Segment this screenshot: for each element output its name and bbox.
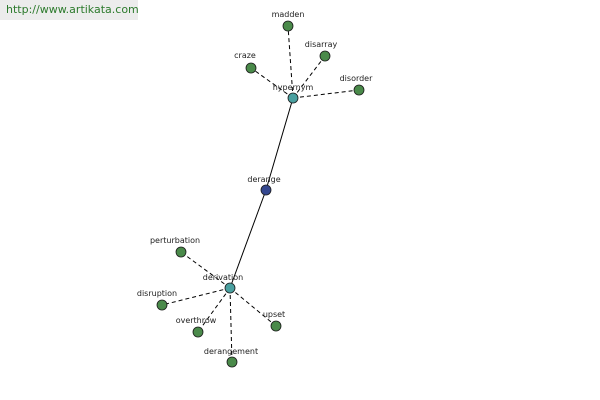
node-disruption-dot xyxy=(156,299,168,311)
node-madden[interactable]: madden xyxy=(272,10,305,32)
node-disarray-label: disarray xyxy=(305,40,338,49)
node-upset-label: upset xyxy=(263,310,285,319)
node-disorder-dot xyxy=(353,84,365,96)
node-derangement[interactable]: derangement xyxy=(204,347,258,368)
node-craze-dot xyxy=(245,62,257,74)
node-madden-label: madden xyxy=(272,10,305,19)
source-url[interactable]: http://www.artikata.com xyxy=(0,0,139,20)
node-disorder-label: disorder xyxy=(340,74,374,83)
edge-derivation-perturbation xyxy=(180,251,231,289)
node-upset-dot xyxy=(270,320,282,332)
node-derangement-dot xyxy=(226,356,238,368)
node-craze-label: craze xyxy=(234,51,256,60)
edge-derivation-overthrow xyxy=(197,287,231,333)
node-derange[interactable]: derange xyxy=(247,175,281,196)
edge-derange-derivation xyxy=(229,189,267,289)
node-derivation[interactable]: derivation xyxy=(203,273,243,294)
node-overthrow[interactable]: overthrow xyxy=(176,316,217,338)
node-derange-label: derange xyxy=(247,175,280,184)
edge-hypernym-craze xyxy=(250,67,294,99)
node-derivation-label: derivation xyxy=(203,273,243,282)
node-craze[interactable]: craze xyxy=(234,51,257,74)
node-overthrow-label: overthrow xyxy=(176,316,217,325)
edge-hypernym-madden xyxy=(287,25,294,99)
edge-derivation-derangement xyxy=(229,287,233,363)
node-disarray-dot xyxy=(319,50,331,62)
node-hypernym[interactable]: hypernym xyxy=(273,83,314,104)
node-hypernym-label: hypernym xyxy=(273,83,314,92)
node-disruption[interactable]: disruption xyxy=(137,289,177,311)
node-perturbation-label: perturbation xyxy=(150,236,200,245)
node-perturbation[interactable]: perturbation xyxy=(150,236,200,258)
node-disorder[interactable]: disorder xyxy=(340,74,374,96)
node-perturbation-dot xyxy=(175,246,187,258)
edge-derivation-upset xyxy=(229,287,277,327)
node-overthrow-dot xyxy=(192,326,204,338)
node-derangement-label: derangement xyxy=(204,347,258,356)
node-upset[interactable]: upset xyxy=(263,310,285,332)
node-madden-dot xyxy=(282,20,294,32)
node-derivation-dot xyxy=(224,282,236,294)
node-disruption-label: disruption xyxy=(137,289,177,298)
edge-derivation-disruption xyxy=(161,287,231,306)
edge-derange-hypernym xyxy=(265,97,294,191)
edge-hypernym-disarray xyxy=(292,55,326,99)
node-disarray[interactable]: disarray xyxy=(305,40,338,62)
node-hypernym-dot xyxy=(287,92,299,104)
node-derange-dot xyxy=(260,184,272,196)
